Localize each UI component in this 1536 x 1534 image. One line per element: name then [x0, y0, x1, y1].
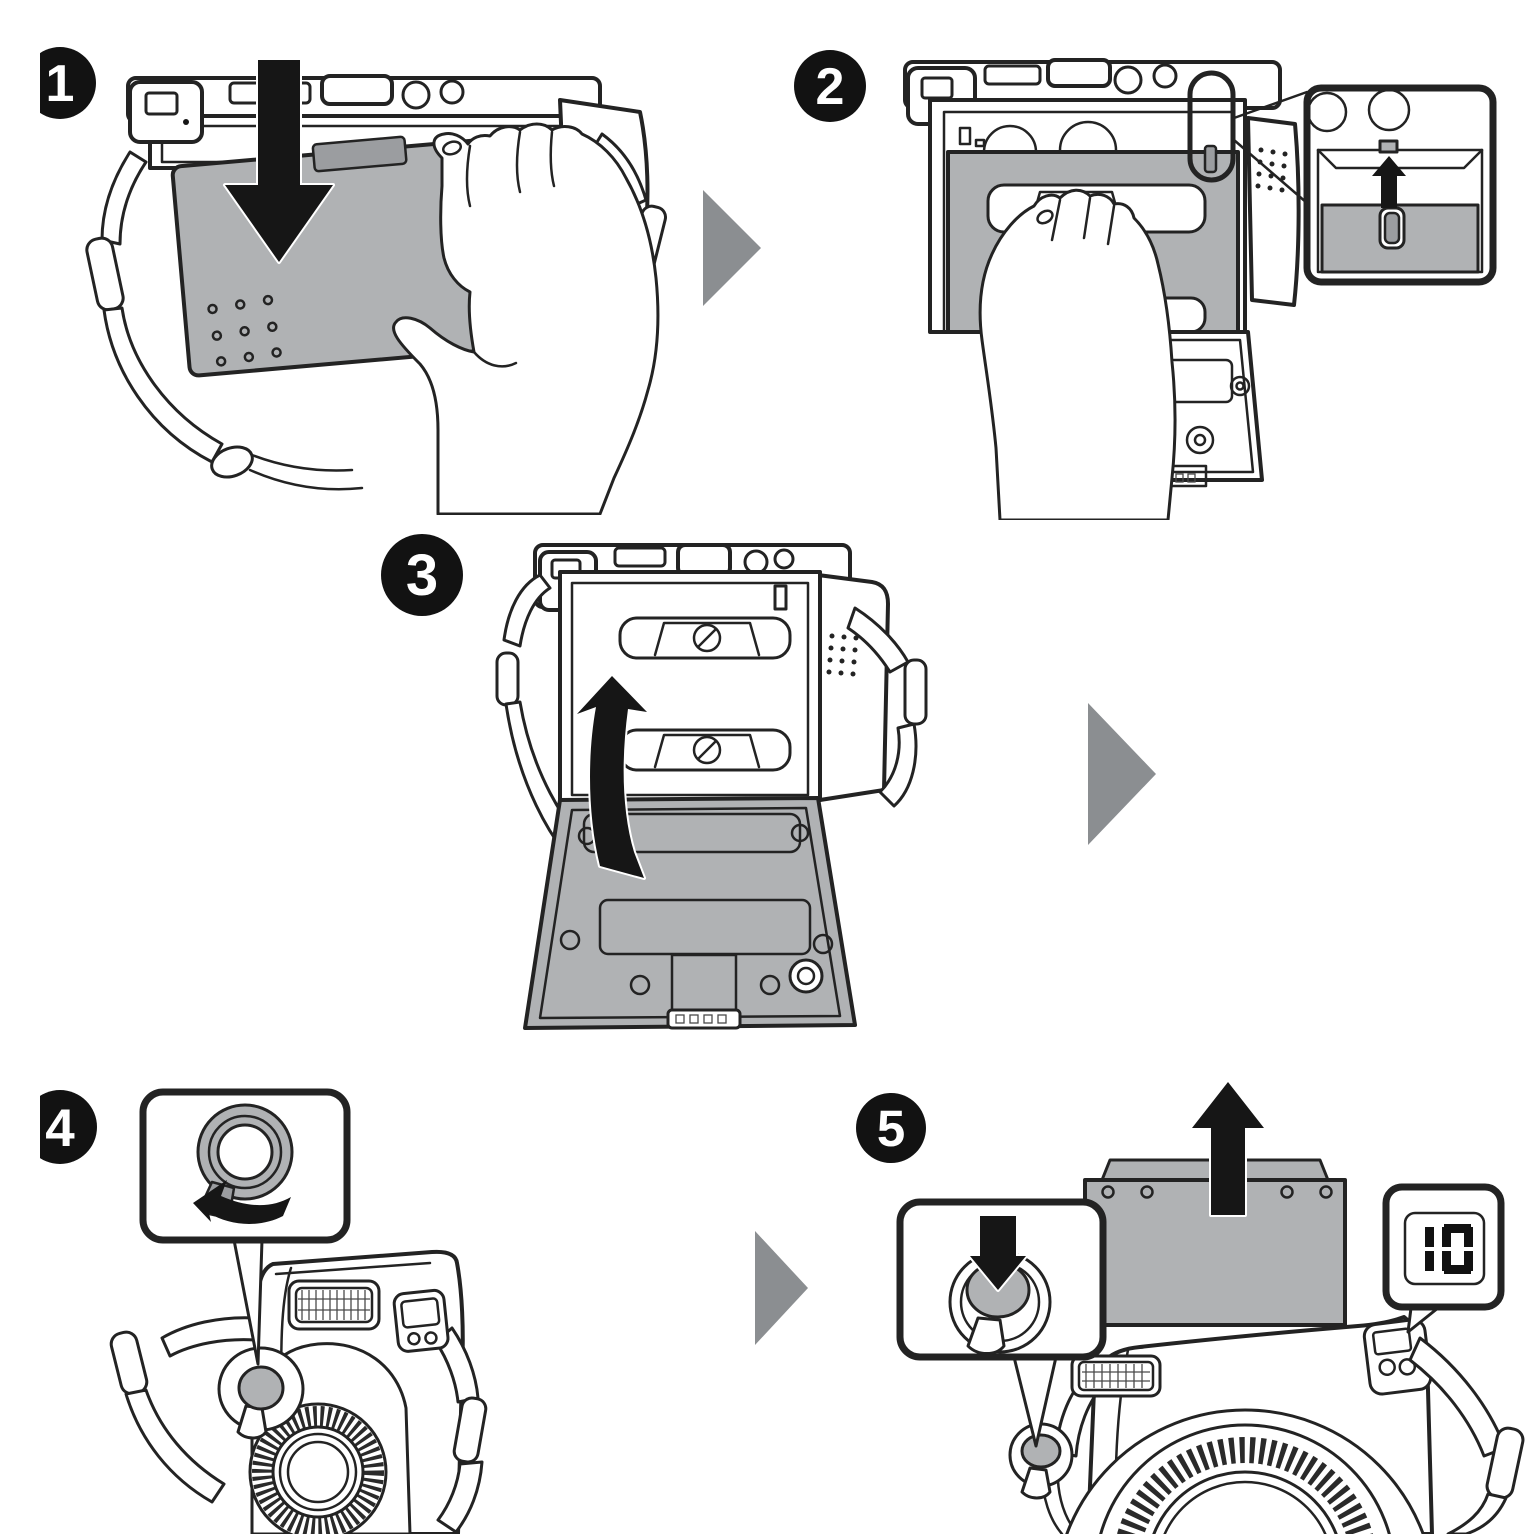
- pack-position-mark: [1203, 144, 1218, 174]
- open-back-door: [523, 796, 857, 1030]
- fingernail: [441, 140, 463, 156]
- callout-line: [1232, 138, 1309, 205]
- callout-line: [1232, 90, 1309, 120]
- arrow-down-icon: [223, 58, 335, 264]
- callout-pointer: [232, 1238, 264, 1366]
- lens-grip-ring: [252, 1406, 384, 1534]
- viewfinder-eyepiece: [144, 91, 179, 116]
- step-2-badge: 2: [794, 50, 866, 122]
- lcd-segment: [1464, 1251, 1473, 1271]
- power-button: [1008, 1422, 1074, 1500]
- step-5-illustration: 5: [856, 1080, 1525, 1534]
- camera-right-side: [1246, 116, 1301, 307]
- flash-hatch: [298, 1290, 370, 1320]
- arrow-curve-up-icon: [575, 674, 649, 880]
- counter-bubble: [1382, 1183, 1505, 1334]
- lcd-segment: [1442, 1251, 1451, 1271]
- button-tab: [966, 1316, 1006, 1355]
- step-3-badge: 3: [381, 534, 463, 616]
- strap-dial: [401, 80, 431, 110]
- step-2-illustration: 2: [794, 50, 1497, 520]
- chevron-right-icon: [1088, 703, 1156, 845]
- power-dial-callout: [139, 1088, 351, 1244]
- lcd-counter-value: [1425, 1224, 1473, 1274]
- step-4-illustration: 4: [40, 1088, 488, 1534]
- camera-front: [1008, 1315, 1525, 1534]
- power-button: [217, 1346, 305, 1440]
- camera-strap: [1408, 1336, 1525, 1534]
- hand-holding-pack: [392, 122, 660, 515]
- arrow-rotate-ccw-icon: [193, 1180, 291, 1224]
- film-pack-tab: [311, 135, 408, 173]
- pack-mark: [1383, 211, 1401, 245]
- lcd-frame: [1403, 1211, 1486, 1286]
- arrow-up-icon: [1190, 1080, 1266, 1217]
- flash-window: [287, 1279, 381, 1331]
- strap-lug: [85, 236, 125, 312]
- film-pack-dots: [207, 294, 282, 367]
- hand-pressing-pack: [978, 188, 1177, 520]
- step-2-number: 2: [816, 58, 845, 116]
- camera-right-side: [816, 573, 890, 802]
- arrow-up-icon: [1372, 156, 1406, 208]
- flash-window: [1070, 1354, 1162, 1398]
- lcd-segment: [1425, 1227, 1434, 1247]
- viewfinder-front: [392, 1288, 450, 1353]
- chevron-right-icon: [755, 1231, 808, 1345]
- step-1-illustration: 1: [40, 47, 668, 515]
- step-4-badge: 4: [40, 1090, 97, 1164]
- lens: [1065, 1408, 1425, 1534]
- speaker-dots: [826, 633, 859, 677]
- camera-strap: [434, 1326, 488, 1534]
- chevron-right-icon: [703, 190, 761, 306]
- lcd-segment: [1425, 1251, 1434, 1271]
- step-4-number: 4: [45, 1099, 75, 1158]
- camera-front: [109, 1249, 488, 1534]
- camera-mark: [1378, 139, 1399, 154]
- step-3-illustration: 3: [381, 534, 928, 1030]
- pack-position-mark: [773, 584, 788, 611]
- lens: [248, 1342, 412, 1534]
- lcd-segment: [1444, 1224, 1471, 1233]
- step-3-number: 3: [406, 543, 438, 608]
- door-latch-knob: [788, 958, 824, 994]
- lcd-segment: [1442, 1227, 1451, 1247]
- arrow-down-icon: [968, 1214, 1028, 1292]
- step-5-badge: 5: [856, 1093, 926, 1163]
- highlight-capsule: [1187, 70, 1236, 183]
- step-5-number: 5: [877, 1100, 905, 1157]
- lcd-segment: [1464, 1227, 1473, 1247]
- step-1-badge: 1: [40, 47, 96, 119]
- lcd-segment: [1444, 1265, 1471, 1274]
- press-button-callout: [896, 1198, 1107, 1361]
- camera-strap: [109, 1316, 258, 1504]
- detail-inset-panel: [1303, 84, 1497, 286]
- step-1-number: 1: [46, 55, 75, 113]
